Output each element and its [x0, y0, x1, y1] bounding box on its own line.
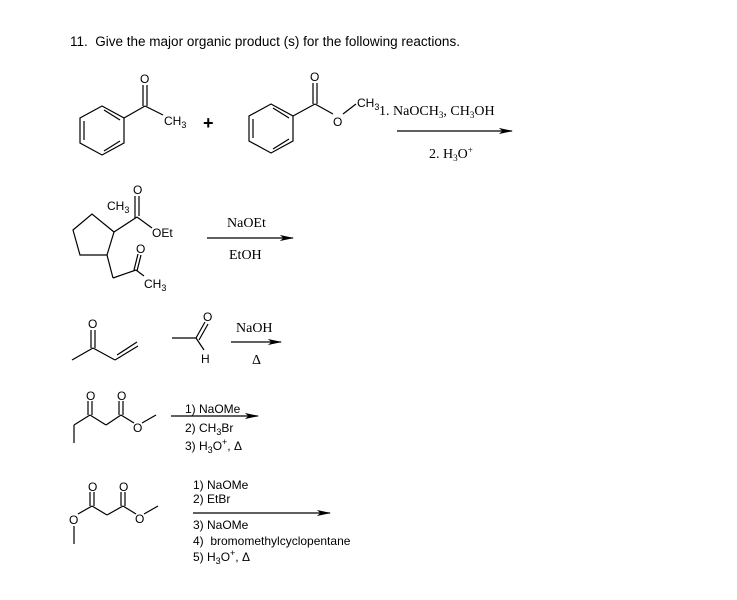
condition-step-1: 1. NaOCH3, CH3OH [379, 104, 495, 120]
oxygen-label: O [135, 512, 144, 526]
solvent: EtOH [229, 248, 262, 263]
oxygen-label: O [119, 480, 128, 494]
methyl-label: CH3 [164, 114, 186, 130]
condition-step-2: 2. H3O+ [429, 145, 473, 163]
dimethyl-malonate-structure: O O O O [69, 480, 159, 544]
condition-step-1: 1) NaOMe [193, 478, 249, 492]
oxygen-label: O [69, 513, 78, 527]
beta-ketoester-structure: O O O [73, 389, 157, 443]
oxygen-label: O [86, 389, 95, 403]
oxygen-label: O [203, 310, 212, 324]
reaction-2: CH3 O OEt O CH3 NaOEt EtOH [72, 183, 295, 293]
ketone-oxygen-label: O [136, 242, 145, 256]
heat-symbol: Δ [252, 353, 261, 368]
methyl-label: CH3 [357, 96, 379, 112]
condition-step-2: 2) CH3Br [185, 421, 233, 437]
question-title: 11. Give the major organic product (s) f… [70, 34, 460, 49]
condition-step-5: 5) H3O+, Δ [193, 548, 250, 566]
ester-oxygen-label: O [333, 115, 342, 129]
methyl-label: CH3 [144, 277, 166, 293]
condition-step-3: 3) NaOMe [193, 518, 249, 532]
acetaldehyde-structure: O H [172, 310, 212, 366]
oxygen-label: O [88, 317, 97, 331]
plus-sign: + [203, 113, 214, 133]
hydrogen-label: H [201, 352, 210, 366]
oxygen-label: O [140, 72, 149, 86]
carbonyl-oxygen-label: O [310, 70, 319, 84]
oxygen-label: O [133, 183, 142, 197]
reaction-1: O CH3 + O O CH3 1. NaOCH3, CH3OH 2. H3O+ [79, 70, 514, 163]
oxygen-label: O [88, 480, 97, 494]
methyl-benzoate-structure: O O CH3 [248, 70, 379, 154]
condition-step-1: 1) NaOMe [185, 402, 241, 416]
methyl-vinyl-ketone-structure: O [71, 317, 139, 361]
reaction-3: O O H NaOH Δ [71, 310, 283, 368]
reaction-5: O O O O 1) NaOMe 2) EtBr 3) NaOMe 4) bro… [69, 478, 351, 566]
question-text: Give the major organic product (s) for t… [95, 34, 460, 49]
reaction-4: O O O 1) NaOMe 2) CH3Br 3) H3O+, Δ [73, 389, 260, 455]
oxygen-label: O [133, 421, 142, 435]
condition-step-4: 4) bromomethylcyclopentane [193, 534, 351, 548]
condition-step-2: 2) EtBr [193, 492, 230, 506]
cyclopentane-ketoester-structure: CH3 O OEt O CH3 [72, 183, 173, 293]
reagent: NaOH [236, 321, 273, 336]
condition-step-3: 3) H3O+, Δ [185, 437, 242, 455]
question-number: 11. [70, 34, 88, 49]
acetophenone-structure: O CH3 [79, 72, 186, 156]
reagent: NaOEt [227, 216, 266, 231]
oxygen-label: O [117, 389, 126, 403]
methyl-label: CH3 [107, 199, 129, 215]
oet-label: OEt [152, 226, 173, 240]
